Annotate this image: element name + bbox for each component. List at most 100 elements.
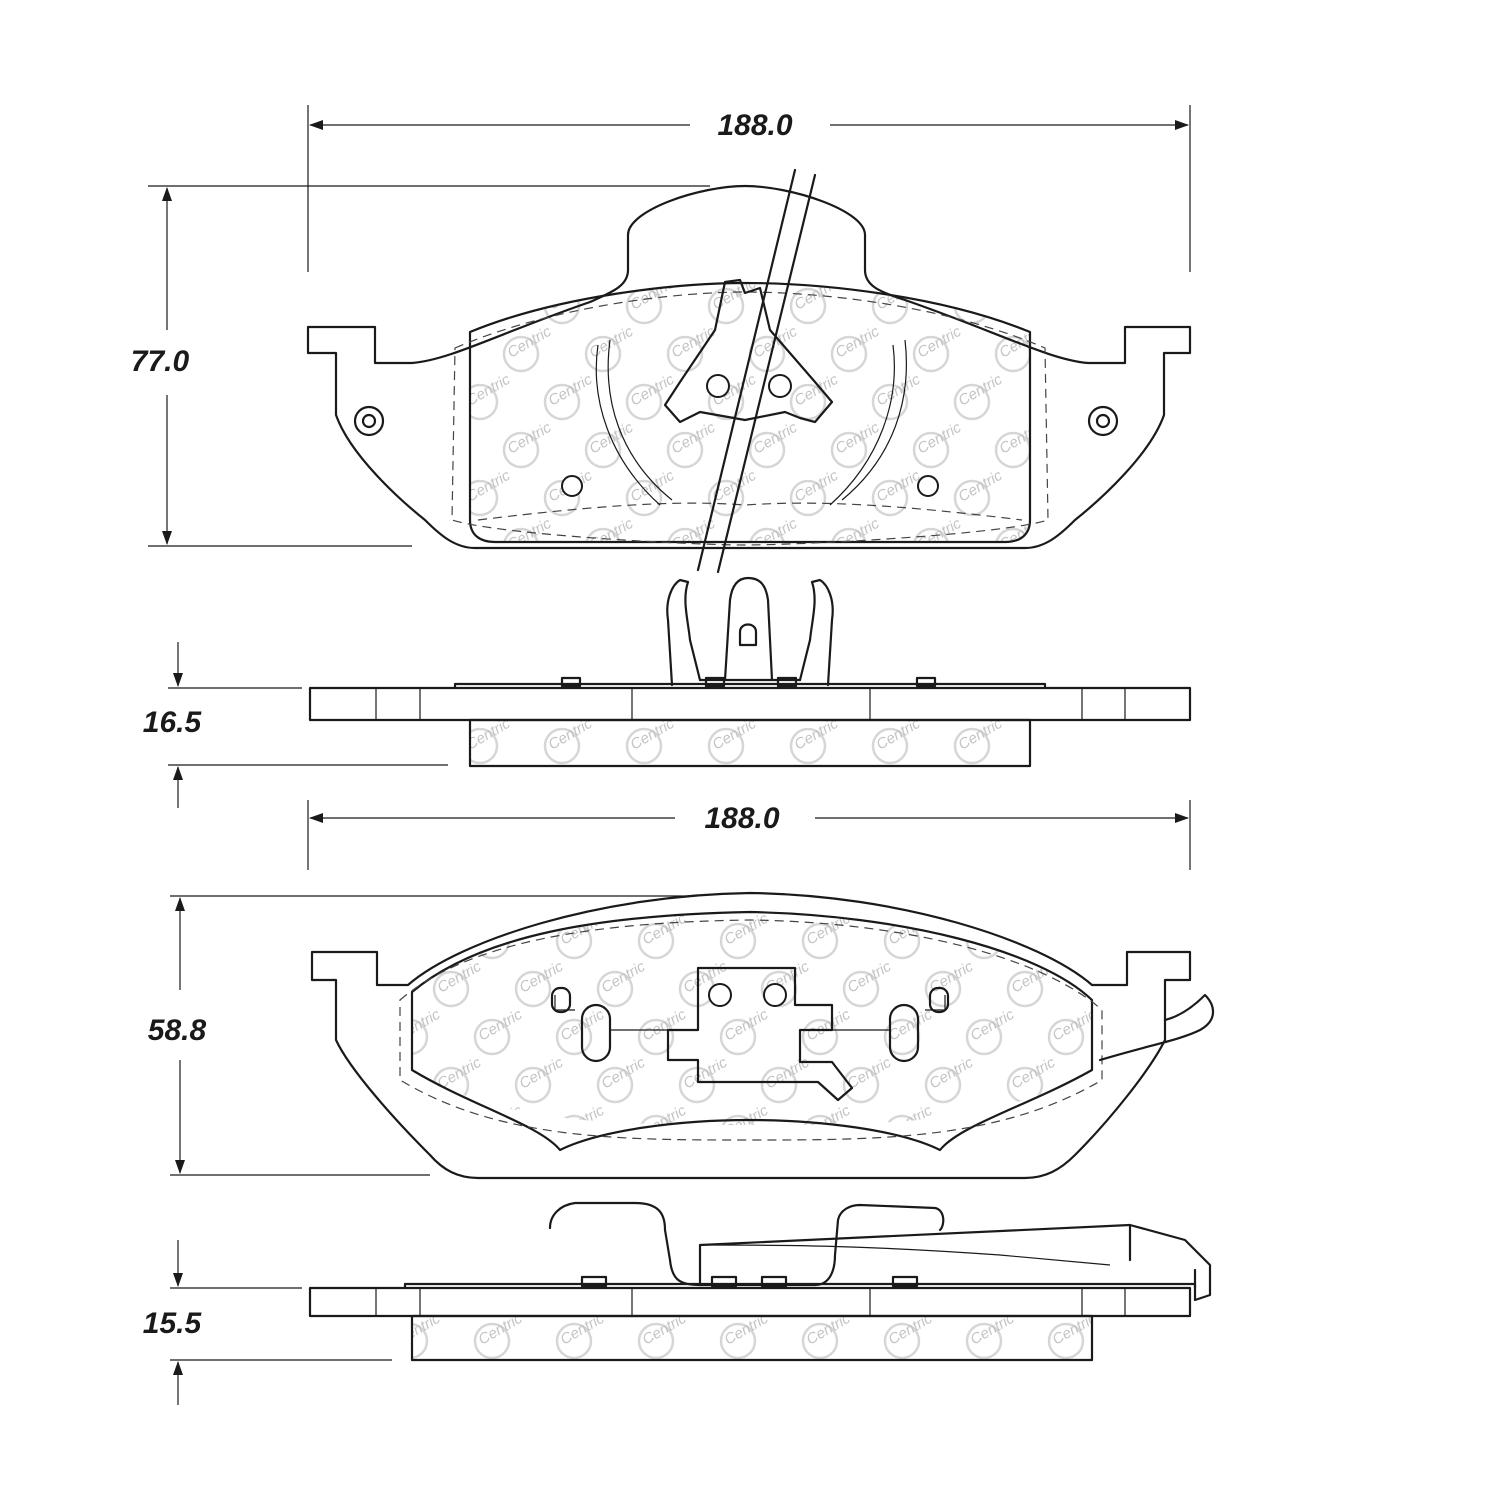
watermark-ring — [666, 527, 704, 542]
watermark-ring — [584, 335, 622, 373]
watermark-ring — [470, 479, 499, 517]
watermark-ring — [871, 479, 909, 517]
watermark-ring — [883, 1114, 921, 1125]
watermark-text: Centric — [505, 323, 555, 362]
bottom-clip-profile — [548, 1201, 1212, 1302]
watermark-text: Centric — [353, 1054, 403, 1093]
bottom-width-dimension: 188.0 — [307, 800, 1191, 870]
watermark-ring — [883, 1322, 921, 1360]
watermark-text: Centric — [722, 1006, 772, 1045]
watermark-text: Centric — [476, 1006, 526, 1045]
watermark-ring — [707, 727, 745, 765]
watermark-text: Centric — [464, 275, 514, 314]
bottom-height-dimension: 58.8 — [148, 895, 690, 1176]
watermark-ring — [555, 1114, 593, 1125]
watermark-text: Centric — [505, 419, 555, 458]
watermark-ring — [502, 527, 540, 542]
watermark-ring — [1047, 1114, 1085, 1125]
top-width-dimension: 188.0 — [307, 105, 1191, 272]
watermark-ring — [666, 431, 704, 469]
watermark-text: Centric — [751, 419, 801, 458]
watermark-text: Centric — [640, 1006, 690, 1045]
watermark-ring — [666, 335, 704, 373]
watermark-text: Centric — [927, 958, 977, 997]
watermark-ring — [555, 1322, 593, 1360]
watermark-text: Centric — [558, 1102, 608, 1141]
watermark-text: Centric — [845, 958, 895, 997]
watermark-text: Centric — [833, 323, 883, 362]
watermark-text: Centric — [435, 958, 485, 997]
watermark-ring — [412, 1018, 429, 1056]
watermark-text: Centric — [628, 371, 678, 410]
watermark-ring — [994, 527, 1030, 542]
watermark-text: Centric — [874, 371, 924, 410]
watermark-text: Centric — [628, 275, 678, 314]
top-thickness-label: 16.5 — [143, 706, 203, 739]
watermark-ring — [801, 1322, 839, 1360]
watermark-text: Centric — [599, 1054, 649, 1093]
watermark-ring — [953, 383, 991, 421]
watermark-ring — [760, 1066, 798, 1104]
watermark-text: Centric — [669, 419, 719, 458]
watermark-text: Centric — [394, 1102, 444, 1141]
watermark-ring — [596, 1066, 634, 1104]
watermark-ring — [1006, 970, 1044, 1008]
watermark-text: Centric — [546, 371, 596, 410]
watermark-text: Centric — [956, 275, 1006, 314]
top-clip-profile — [666, 576, 834, 687]
watermark-ring — [994, 431, 1030, 469]
watermark-ring — [789, 727, 827, 765]
watermark-ring — [707, 287, 745, 325]
watermark-ring — [912, 431, 950, 469]
watermark-ring — [637, 1114, 675, 1125]
top-width-label: 188.0 — [717, 109, 792, 142]
watermark-ring — [871, 727, 909, 765]
watermark-ring — [514, 970, 552, 1008]
bottom-thickness-dimension: 15.5 — [143, 1240, 392, 1405]
watermark-text: Centric — [968, 1006, 1018, 1045]
watermark-ring — [924, 1066, 962, 1104]
watermark-text: Centric — [517, 1054, 567, 1093]
watermark-text: Centric — [1009, 1054, 1059, 1093]
watermark-ring — [830, 431, 868, 469]
watermark-text: Centric — [517, 958, 567, 997]
watermark-ring — [412, 922, 429, 960]
watermark-ring — [584, 527, 622, 542]
watermark-ring — [1088, 970, 1092, 1008]
watermark-text: Centric — [915, 323, 965, 362]
watermark-ring — [1047, 1322, 1085, 1360]
watermark-ring — [625, 383, 663, 421]
watermark-text: Centric — [792, 371, 842, 410]
watermark-ring — [502, 335, 540, 373]
watermark-text: Centric — [968, 1102, 1018, 1141]
watermark-text: Centric — [915, 419, 965, 458]
watermark-ring — [719, 1018, 757, 1056]
watermark-ring — [543, 479, 581, 517]
watermark-ring — [555, 1018, 593, 1056]
watermark-ring — [789, 479, 827, 517]
watermark-text: Centric — [956, 467, 1006, 506]
watermark-ring — [924, 970, 962, 1008]
watermark-text: Centric — [804, 1102, 854, 1141]
watermark-ring — [514, 1066, 552, 1104]
top-thickness-dimension: 16.5 — [143, 642, 448, 808]
watermark-text: Centric — [997, 419, 1047, 458]
watermark-ring — [801, 1114, 839, 1125]
bottom-thickness-label: 15.5 — [143, 1307, 203, 1340]
watermark-ring — [470, 383, 499, 421]
watermark-ring — [470, 727, 499, 765]
watermark-ring — [637, 1322, 675, 1360]
watermark-ring — [596, 970, 634, 1008]
watermark-text: Centric — [710, 467, 760, 506]
watermark-text: Centric — [546, 275, 596, 314]
watermark-text: Centric — [804, 1006, 854, 1045]
watermark-text: Centric — [1050, 1102, 1100, 1141]
watermark-ring — [470, 287, 499, 325]
watermark-ring — [953, 479, 991, 517]
bottom-height-label: 58.8 — [148, 1014, 207, 1047]
watermark-ring — [994, 335, 1030, 373]
watermark-ring — [830, 527, 868, 542]
